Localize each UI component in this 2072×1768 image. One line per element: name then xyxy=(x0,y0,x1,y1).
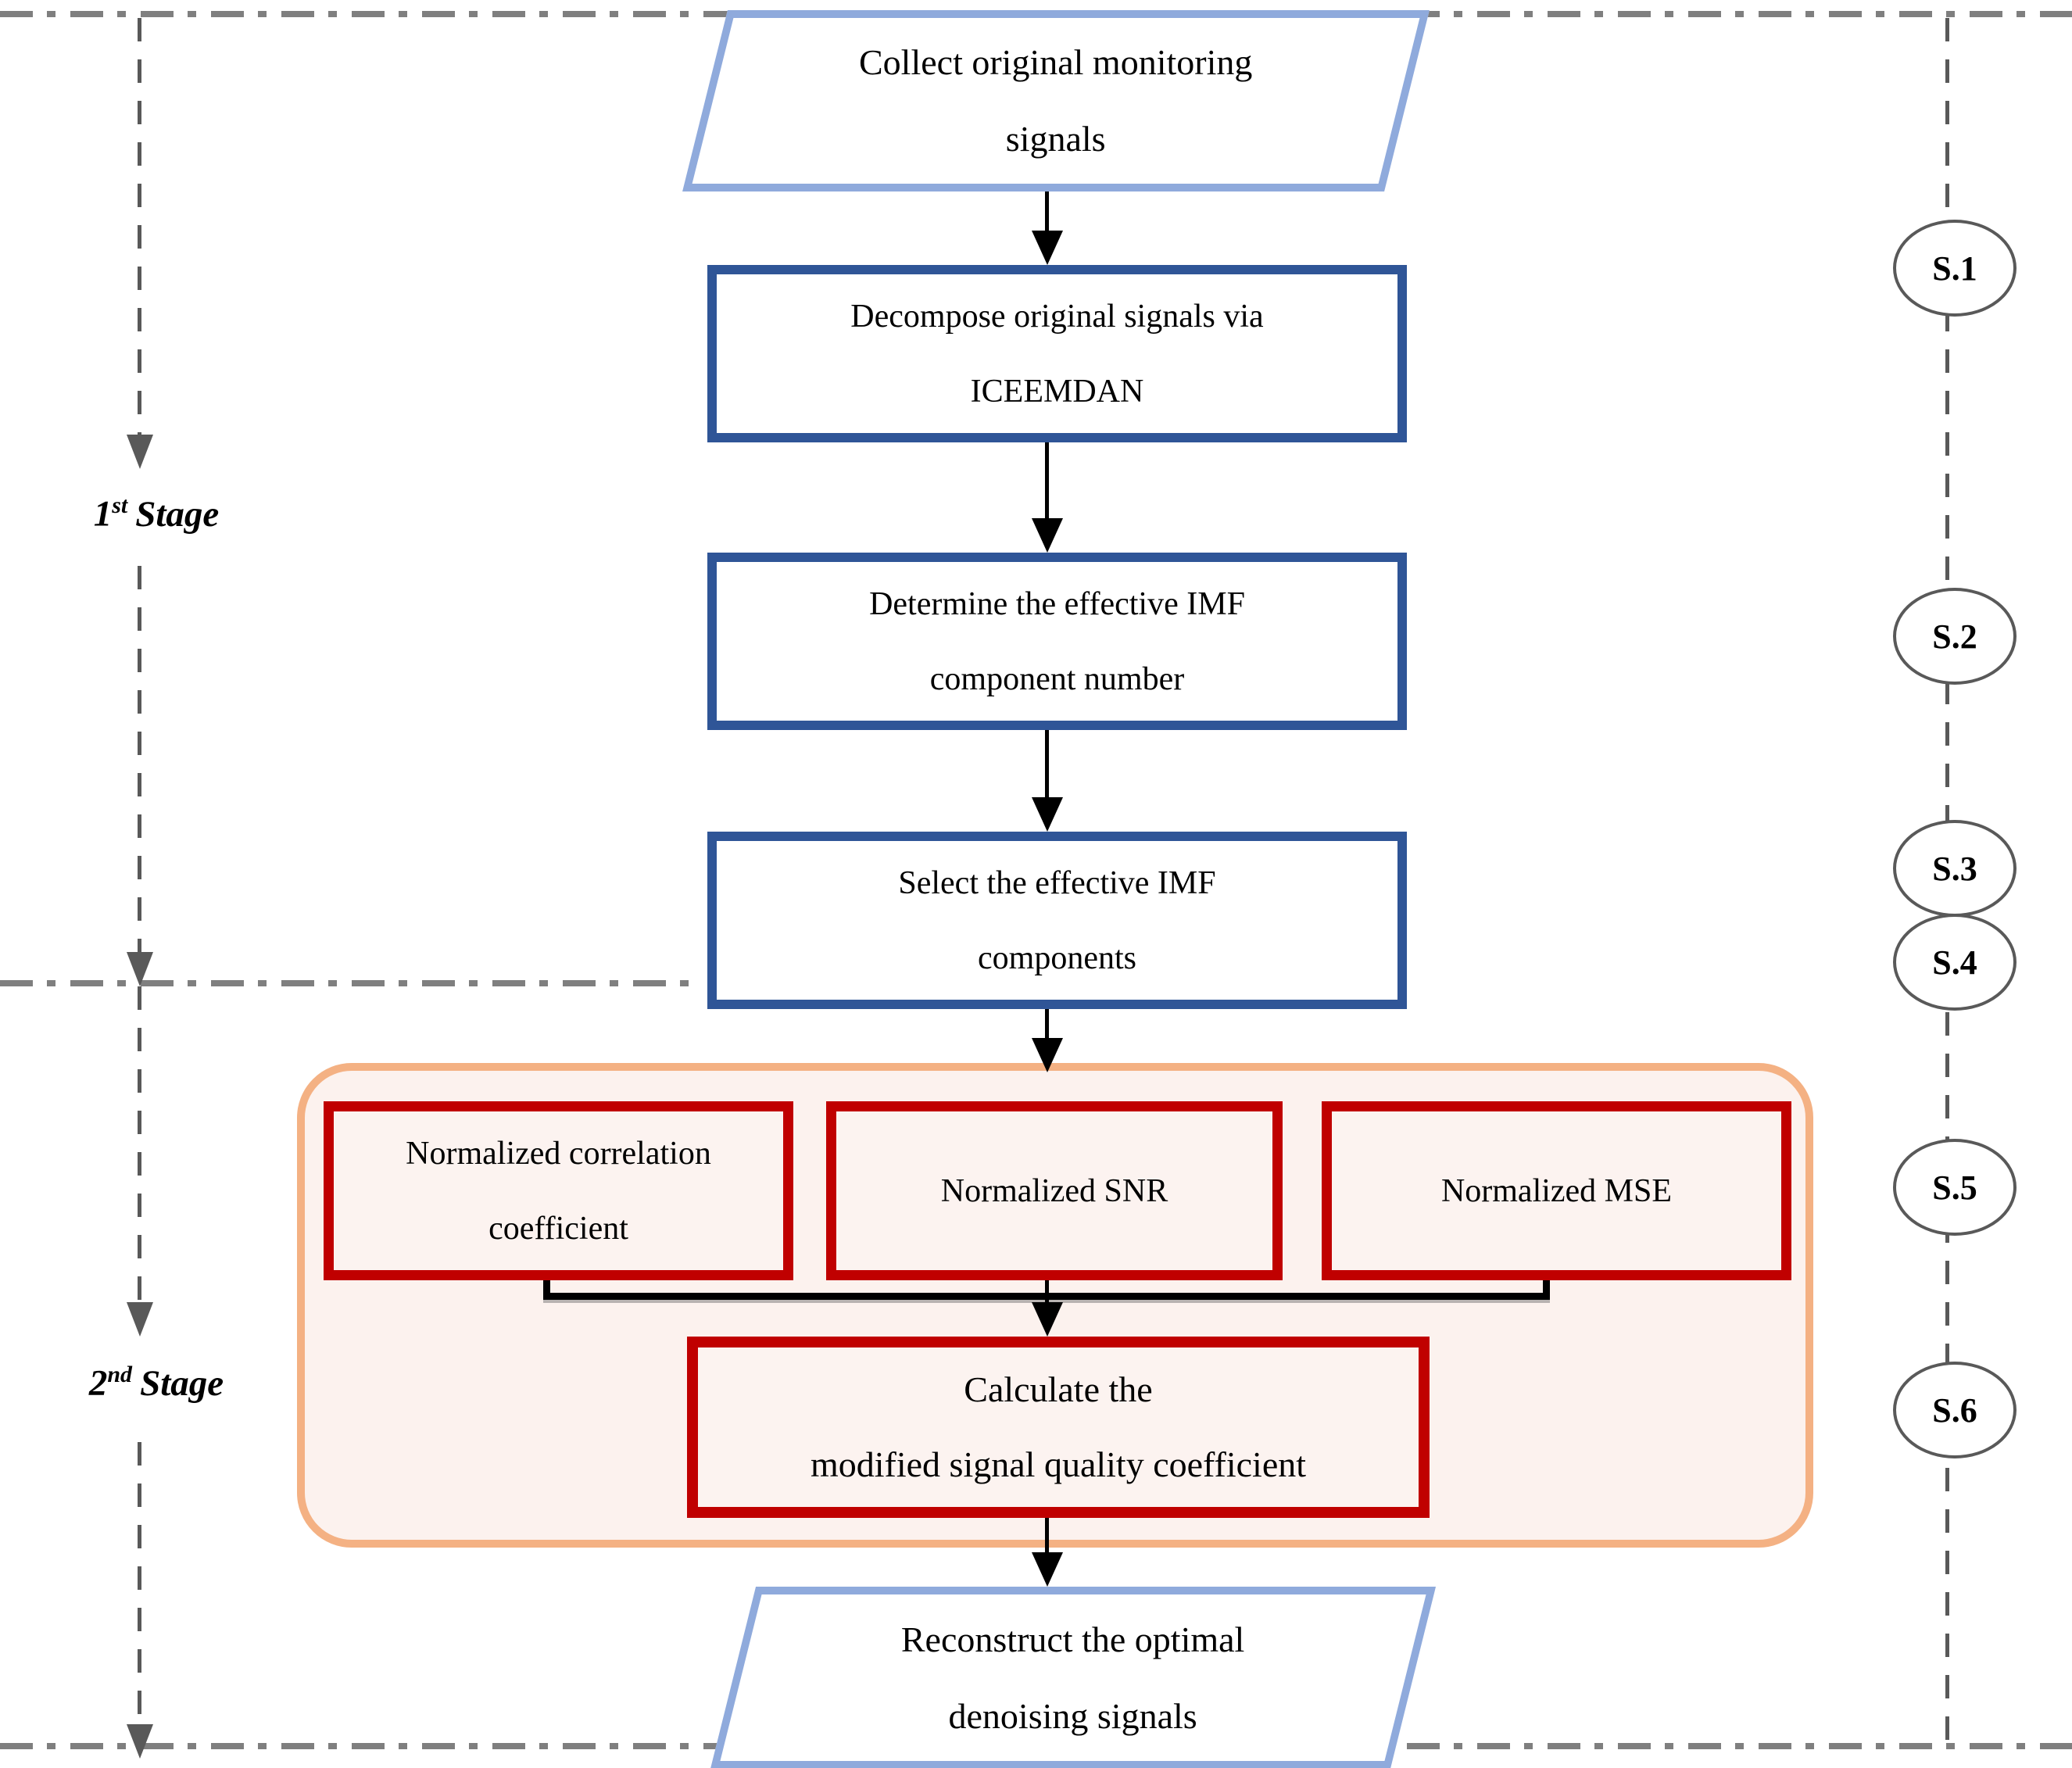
left-guide-line-seg3 xyxy=(138,986,141,1304)
node-collect-line1: Collect original monitoring xyxy=(859,42,1253,82)
left-guide-line-seg4 xyxy=(138,1442,141,1724)
stage-1-label: 1st Stage xyxy=(43,492,270,535)
node-nsnr-label: Normalized SNR xyxy=(940,1172,1168,1209)
arrowhead-into-determine xyxy=(1032,518,1063,553)
connector-nsnr-calculate xyxy=(1045,1268,1049,1304)
connector-select-container xyxy=(1045,990,1049,1040)
node-determine-imf-number: Determine the effective IMF component nu… xyxy=(707,553,1407,730)
node-ncc-line1: Normalized correlation xyxy=(406,1135,711,1172)
node-calculate-line2: modified signal quality coefficient xyxy=(810,1444,1307,1484)
step-s2-label: S.2 xyxy=(1932,617,1977,656)
node-determine-line2: component number xyxy=(929,660,1185,697)
step-s3-label: S.3 xyxy=(1932,849,1977,888)
node-select-line2: components xyxy=(978,939,1136,976)
arrowhead-into-calculate xyxy=(1032,1302,1063,1337)
stage-1-word: Stage xyxy=(135,493,220,535)
node-ncc-line2: coefficient xyxy=(488,1210,628,1247)
stage-2-number: 2 xyxy=(88,1362,108,1404)
ncc-drop-line xyxy=(543,1268,550,1296)
arrowhead-into-reconstruct xyxy=(1032,1552,1063,1587)
left-guide-arrowhead-4 xyxy=(127,1724,153,1759)
step-circle-s3: S.3 xyxy=(1893,820,2017,917)
node-determine-line1: Determine the effective IMF xyxy=(869,585,1245,622)
left-guide-line-seg1 xyxy=(138,18,141,438)
stage-1-ordinal: st xyxy=(112,492,128,518)
step-s6-label: S.6 xyxy=(1932,1390,1977,1430)
node-normalized-snr: Normalized SNR xyxy=(826,1101,1283,1280)
stage-1-number: 1 xyxy=(93,493,113,535)
arrowhead-into-decompose xyxy=(1032,231,1063,265)
node-normalized-correlation: Normalized correlation coefficient xyxy=(324,1101,793,1280)
node-normalized-mse: Normalized MSE xyxy=(1322,1101,1791,1280)
connector-determine-select xyxy=(1045,711,1049,799)
step-circle-s6: S.6 xyxy=(1893,1362,2017,1458)
node-calculate-quality-coefficient: Calculate the modified signal quality co… xyxy=(687,1337,1430,1518)
step-s4-label: S.4 xyxy=(1932,943,1977,982)
node-decompose-iceemdan: Decompose original signals via ICEEMDAN xyxy=(707,265,1407,442)
arrowhead-into-select xyxy=(1032,797,1063,832)
stage-2-label: 2nd Stage xyxy=(27,1362,285,1405)
left-guide-arrowhead-1 xyxy=(127,435,153,469)
node-decompose-line1: Decompose original signals via xyxy=(850,298,1264,335)
left-guide-arrowhead-3 xyxy=(127,1302,153,1337)
step-circle-s5: S.5 xyxy=(1893,1139,2017,1236)
connector-decompose-determine xyxy=(1045,424,1049,520)
step-circle-s4: S.4 xyxy=(1893,914,2017,1011)
node-nmse-label: Normalized MSE xyxy=(1440,1172,1673,1209)
node-collect-line2: signals xyxy=(1006,119,1106,159)
node-reconstruct-line2: denoising signals xyxy=(948,1695,1198,1736)
connector-calculate-reconstruct xyxy=(1045,1496,1049,1554)
step-circle-s2: S.2 xyxy=(1893,588,2017,685)
stage-divider-line xyxy=(0,980,692,986)
node-collect-signals: Collect original monitoring signals xyxy=(682,10,1430,191)
left-guide-arrowhead-2 xyxy=(127,952,153,986)
node-reconstruct-line1: Reconstruct the optimal xyxy=(901,1619,1245,1659)
nmse-drop-line xyxy=(1543,1268,1550,1296)
node-select-line1: Select the effective IMF xyxy=(898,864,1216,901)
stage-2-ordinal: nd xyxy=(107,1362,133,1387)
step-s1-label: S.1 xyxy=(1932,249,1977,288)
stage-2-word: Stage xyxy=(140,1362,224,1404)
step-s5-label: S.5 xyxy=(1932,1168,1977,1207)
node-select-imf-components: Select the effective IMF components xyxy=(707,832,1407,1009)
node-decompose-line2: ICEEMDAN xyxy=(970,373,1144,410)
left-guide-line-seg2 xyxy=(138,566,141,952)
connector-collect-decompose xyxy=(1045,176,1049,232)
node-reconstruct-signals: Reconstruct the optimal denoising signal… xyxy=(710,1587,1437,1768)
step-circle-s1: S.1 xyxy=(1893,220,2017,317)
node-calculate-line1: Calculate the xyxy=(964,1369,1153,1409)
arrowhead-into-container xyxy=(1032,1038,1063,1072)
